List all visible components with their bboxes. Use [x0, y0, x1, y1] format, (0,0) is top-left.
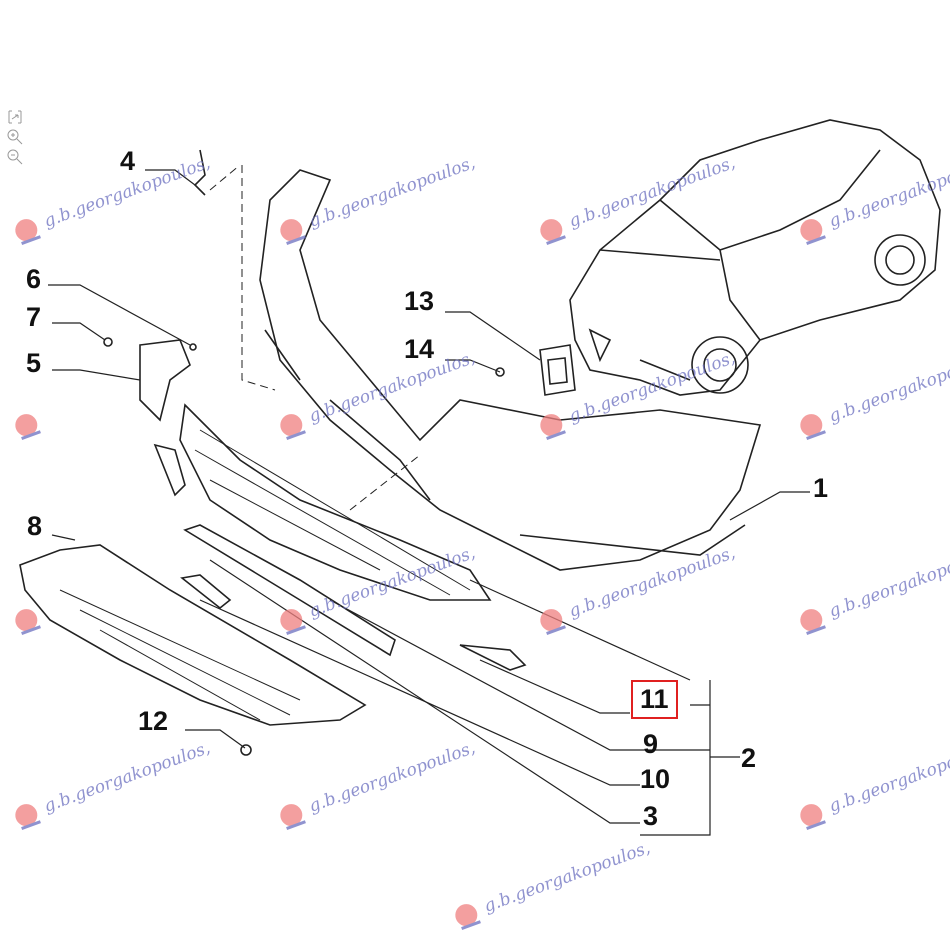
grille-part	[179, 403, 492, 601]
callout-5[interactable]: 5	[26, 348, 42, 378]
callout-2[interactable]: 2	[741, 743, 757, 773]
leader-lines	[48, 169, 810, 836]
viewer-toolbar	[6, 108, 28, 168]
nut-part	[189, 343, 197, 351]
callout-14[interactable]: 14	[404, 334, 435, 364]
callout-4[interactable]: 4	[120, 146, 136, 176]
callout-9[interactable]: 9	[643, 729, 659, 759]
callout-6[interactable]: 6	[26, 264, 42, 294]
bracket-side-part	[139, 339, 191, 422]
callout-7[interactable]: 7	[26, 302, 42, 332]
fit-icon[interactable]	[6, 108, 24, 126]
trim-strip-part	[183, 524, 396, 657]
trim-left-part	[153, 443, 186, 497]
zoom-in-icon[interactable]	[6, 128, 24, 146]
callout-3[interactable]: 3	[643, 801, 659, 831]
bracket-part	[539, 344, 576, 396]
undertray-part	[19, 544, 367, 726]
trim-right-part	[459, 644, 527, 671]
screw-part	[495, 367, 505, 377]
callout-8[interactable]: 8	[27, 511, 43, 541]
car-illustration	[569, 119, 941, 396]
clip-part	[193, 149, 206, 196]
callout-11-highlighted[interactable]: 11	[631, 680, 678, 719]
callout-13[interactable]: 13	[404, 286, 435, 316]
front-bumper-part	[259, 169, 762, 571]
zoom-out-icon[interactable]	[6, 148, 24, 166]
callout-1[interactable]: 1	[813, 473, 829, 503]
screw-part	[103, 337, 113, 347]
callout-12[interactable]: 12	[138, 706, 169, 736]
screw-part	[240, 744, 252, 756]
trim-small-part	[180, 574, 232, 610]
callout-10[interactable]: 10	[640, 764, 671, 794]
